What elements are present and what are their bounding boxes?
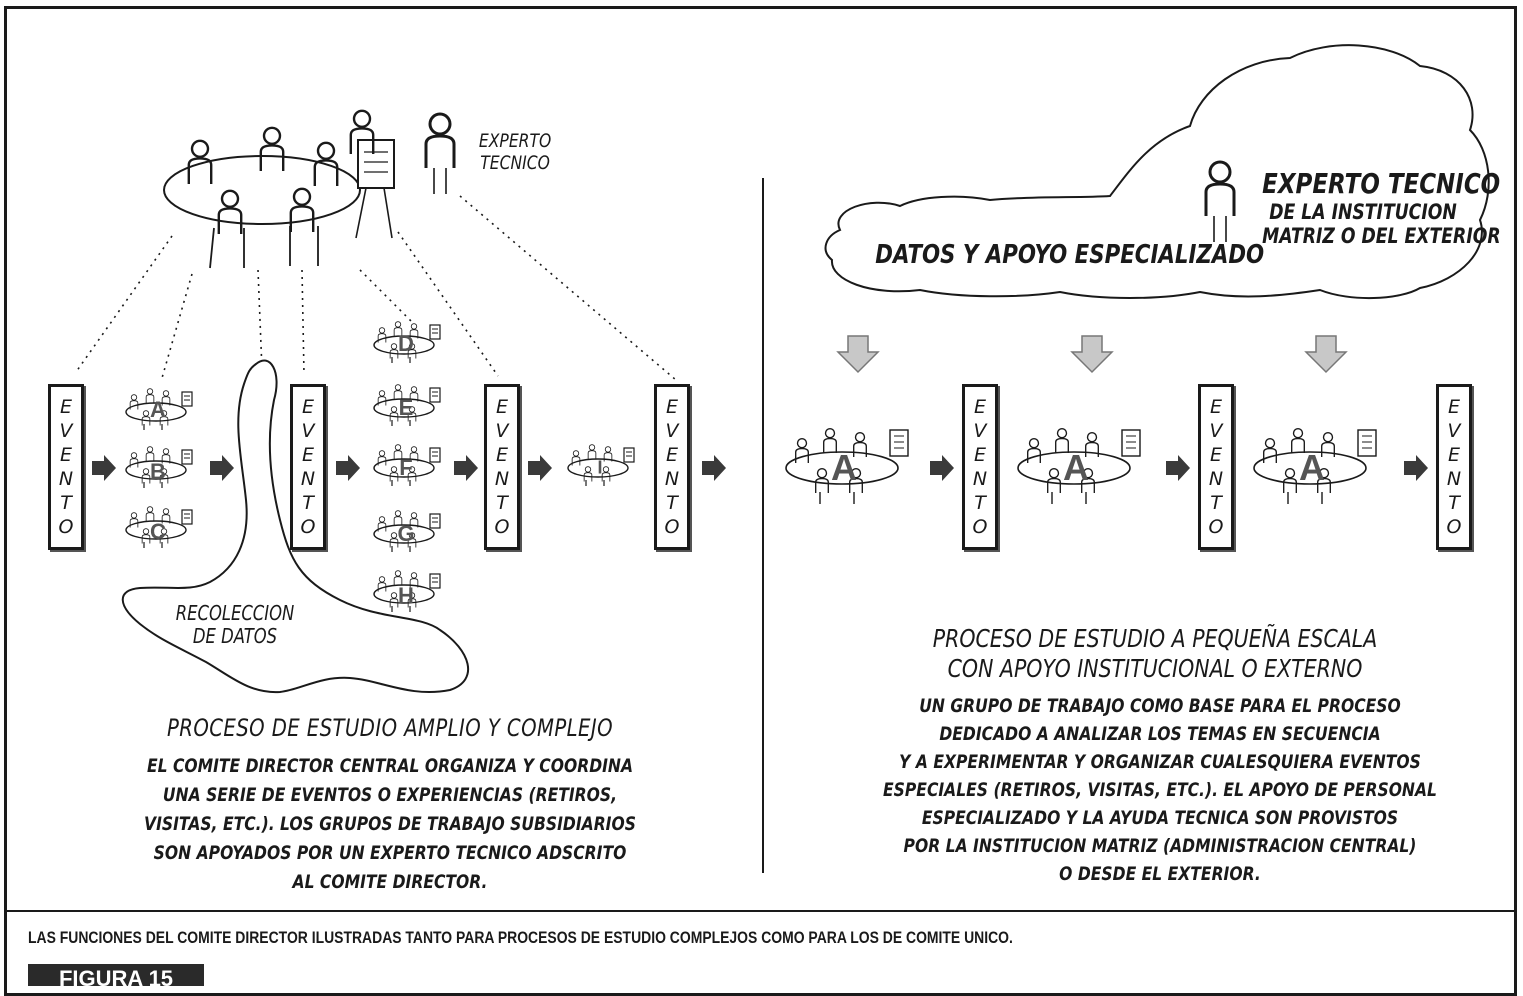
group-label-h: H [398,583,414,609]
left-body-line: EL COMITE DIRECTOR CENTRAL ORGANIZA Y CO… [128,752,653,781]
right-body-line: UN GRUPO DE TRABAJO COMO BASE PARA EL PR… [881,692,1439,720]
group-label-i: I [597,458,602,479]
group-label-g: G [397,521,414,547]
left-panel-body: EL COMITE DIRECTOR CENTRAL ORGANIZA Y CO… [128,752,653,897]
data-collection-label: RECOLECCION DE DATOS [174,602,297,648]
group-label-b: B [150,459,166,485]
expert-label-line-1: EXPERTO [470,130,560,152]
right-group-label-2: A [1063,447,1089,489]
left-body-line: UNA SERIE DE EVENTOS O EXPERIENCIAS (RET… [128,781,653,810]
right-title-line-1: PROCESO DE ESTUDIO A PEQUEÑA ESCALA [913,624,1397,654]
right-body-line: ESPECIALIZADO Y LA AYUDA TECNICA SON PRO… [881,804,1439,832]
right-body-line: Y A EXPERIMENTAR Y ORGANIZAR CUALESQUIER… [881,748,1439,776]
figure-caption: LAS FUNCIONES DEL COMITE DIRECTOR ILUSTR… [28,928,1013,948]
right-panel-title: PROCESO DE ESTUDIO A PEQUEÑA ESCALA CON … [913,624,1397,684]
cloud-expert-line-3: MATRIZ O DEL EXTERIOR [1262,224,1464,248]
support-down-arrows [838,336,1346,372]
committee-dotted-links [76,196,676,380]
group-label-c: C [150,519,166,545]
data-collection-line-1: RECOLECCION [174,602,297,625]
group-label-f: F [399,455,412,481]
left-body-line: AL COMITE DIRECTOR. [128,868,653,897]
cloud-expert-line-1: EXPERTO TECNICO [1262,168,1464,200]
cloud-expert-label: EXPERTO TECNICO DE LA INSTITUCION MATRIZ… [1262,168,1464,248]
right-group-label-1: A [831,447,857,489]
group-label-e: E [399,395,414,421]
expert-label: EXPERTO TECNICO [470,130,560,174]
right-body-line: DEDICADO A ANALIZAR LOS TEMAS EN SECUENC… [881,720,1439,748]
cloud-support-label: DATOS Y APOYO ESPECIALIZADO [875,240,1178,270]
central-committee-illustration [164,111,454,268]
right-body-line: POR LA INSTITUCION MATRIZ (ADMINISTRACIO… [881,832,1439,860]
cloud-expert-line-2: DE LA INSTITUCION [1262,200,1464,224]
left-panel-title: PROCESO DE ESTUDIO AMPLIO Y COMPLEJO [152,714,628,742]
right-group-label-3: A [1299,447,1325,489]
figure-label: FIGURA 15 [28,964,204,986]
data-collection-line-2: DE DATOS [174,625,297,648]
group-label-a: A [150,397,166,423]
right-body-line: ESPECIALES (RETIROS, VISITAS, ETC.). EL … [881,776,1439,804]
expert-label-line-2: TECNICO [470,152,560,174]
right-title-line-2: CON APOYO INSTITUCIONAL O EXTERNO [913,654,1397,684]
left-body-line: VISITAS, ETC.). LOS GRUPOS DE TRABAJO SU… [128,810,653,839]
left-body-line: SON APOYADOS POR UN EXPERTO TECNICO ADSC… [128,839,653,868]
right-panel-body: UN GRUPO DE TRABAJO COMO BASE PARA EL PR… [881,692,1439,888]
group-label-d: D [398,331,414,357]
right-body-line: O DESDE EL EXTERIOR. [881,860,1439,888]
